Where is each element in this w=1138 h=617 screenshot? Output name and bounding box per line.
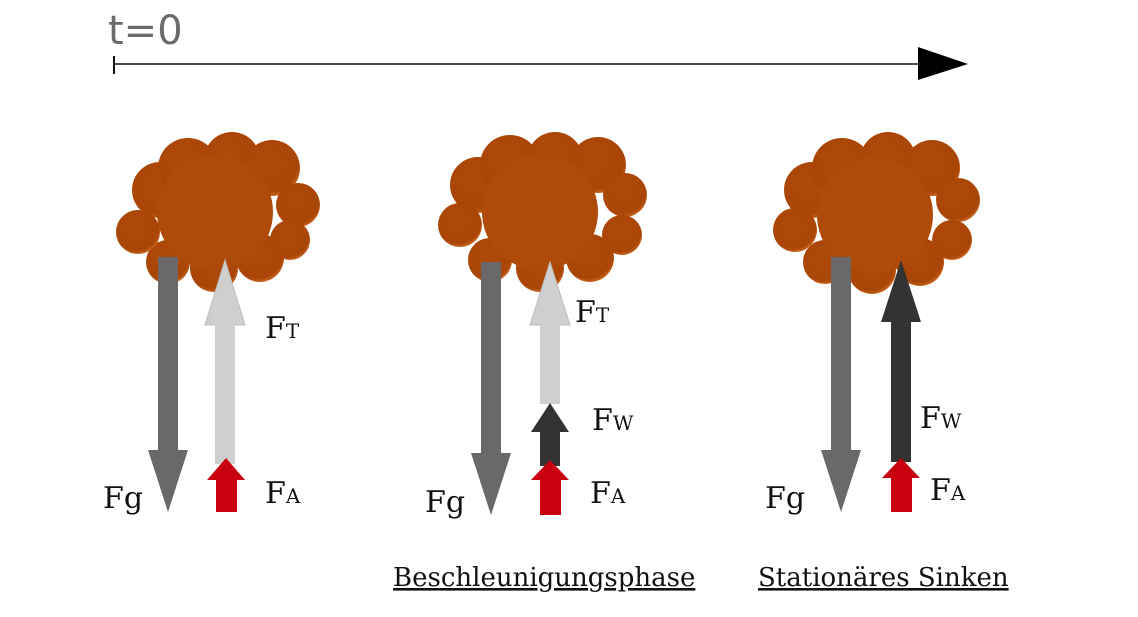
buoyancy-arrow-2 (531, 460, 569, 515)
label-buoyancy-2: FA (590, 476, 626, 511)
label-buoyancy-1: FA (265, 476, 301, 511)
resistance-arrow-2 (531, 403, 569, 466)
caption-3: Stationäres Sinken (758, 563, 1009, 593)
buoyancy-arrow-3 (882, 458, 920, 512)
label-upthrust-1: FT (265, 311, 300, 346)
label-resistance-2: FW (592, 403, 634, 438)
gravity-arrow-3 (821, 257, 861, 512)
buoyancy-arrow-1 (207, 458, 245, 512)
label-gravity-3: Fg (765, 481, 805, 516)
gravity-arrow-1 (148, 257, 188, 512)
label-upthrust-2: FT (575, 295, 610, 330)
label-gravity-1: Fg (103, 481, 143, 516)
resistance-arrow-3 (881, 260, 921, 462)
cloud-1 (116, 132, 320, 292)
label-gravity-2: Fg (425, 485, 465, 520)
panel-2: FT FW Fg FA Beschleunigungsphase (393, 132, 695, 593)
cloud-2 (438, 132, 647, 292)
panel-1: FT Fg FA (103, 132, 320, 516)
cloud-3 (773, 132, 980, 294)
gravity-arrow-2 (471, 262, 511, 515)
label-resistance-3: FW (920, 401, 962, 436)
caption-2: Beschleunigungsphase (393, 563, 695, 593)
label-buoyancy-3: FA (930, 473, 966, 508)
timeline: t=0 (108, 8, 968, 80)
upthrust-arrow-1 (204, 258, 246, 464)
panel-3: FW Fg FA Stationäres Sinken (758, 132, 1009, 593)
timeline-arrowhead (918, 47, 968, 80)
upthrust-arrow-2 (529, 260, 571, 404)
timeline-label: t=0 (108, 8, 183, 54)
